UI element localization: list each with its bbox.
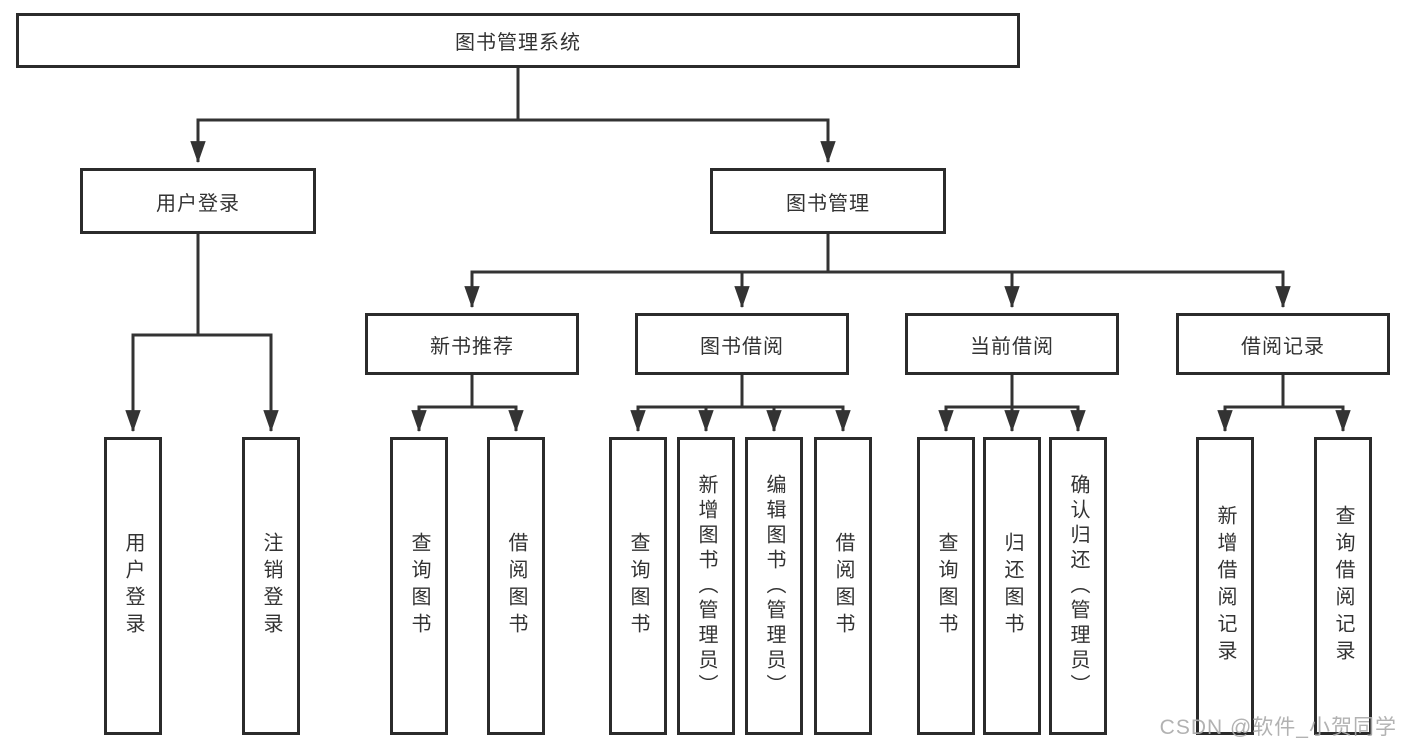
- leaf-add-borrow-record: 新增借阅记录: [1196, 437, 1254, 735]
- node-new-book-recommend: 新书推荐: [365, 313, 579, 375]
- csdn-watermark: CSDN @软件_小贺同学: [1159, 716, 1397, 739]
- node-current-borrow: 当前借阅: [905, 313, 1119, 375]
- node-book-management: 图书管理: [710, 168, 946, 234]
- leaf-borrow-book-recommend: 借阅图书: [487, 437, 545, 735]
- leaf-query-book-recommend: 查询图书: [390, 437, 448, 735]
- leaf-confirm-return-admin: 确认归还（管理员）: [1049, 437, 1107, 735]
- leaf-query-book-borrow: 查询图书: [609, 437, 667, 735]
- node-borrow-records: 借阅记录: [1176, 313, 1390, 375]
- node-book-borrow: 图书借阅: [635, 313, 849, 375]
- leaf-edit-book-admin: 编辑图书（管理员）: [745, 437, 803, 735]
- leaf-borrow-book: 借阅图书: [814, 437, 872, 735]
- leaf-add-book-admin: 新增图书（管理员）: [677, 437, 735, 735]
- leaf-return-book: 归还图书: [983, 437, 1041, 735]
- leaf-user-login: 用户登录: [104, 437, 162, 735]
- node-user-login: 用户登录: [80, 168, 316, 234]
- leaf-query-borrow-record: 查询借阅记录: [1314, 437, 1372, 735]
- leaf-logout: 注销登录: [242, 437, 300, 735]
- leaf-query-book-current: 查询图书: [917, 437, 975, 735]
- node-library-management-system: 图书管理系统: [16, 13, 1020, 68]
